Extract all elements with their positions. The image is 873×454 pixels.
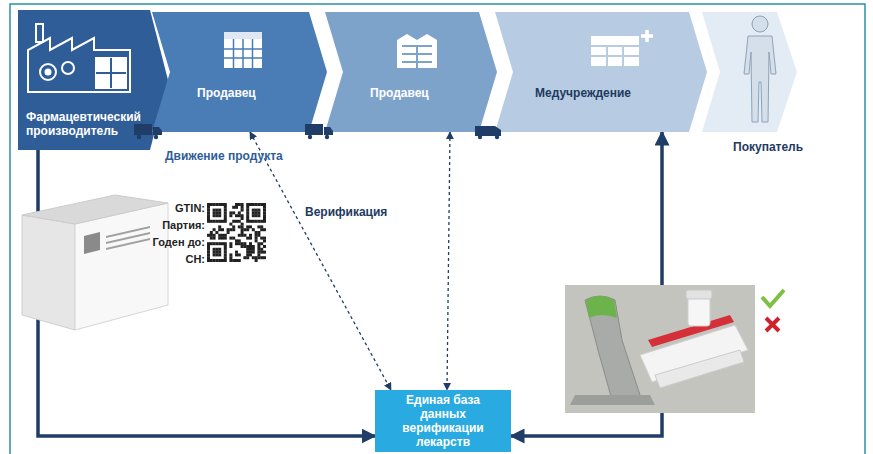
shop-icon [224,32,262,68]
chevron-shape [495,12,707,132]
buyer-label: Покупатель [733,140,803,154]
data-flow-arrow [38,150,375,436]
cross-mark [766,318,779,331]
qr-code [205,201,268,264]
node-text: Единая база данных верификации лекарств [399,393,487,449]
node-text: Продавец [197,86,297,100]
chevron-shape [325,12,497,132]
check-mark [762,290,784,306]
truck-icon [475,126,501,139]
scanner-photo [565,285,755,413]
pharmacy-icon [591,30,653,66]
verification-link [250,132,391,390]
warehouse-icon [397,34,437,68]
node-text: Продавец [370,86,467,100]
verification-link [447,132,450,390]
medicine-box-picture [22,195,168,330]
outer-frame [10,4,865,454]
database-box: Единая база данных верификации лекарств [375,390,511,452]
truck-icon [134,124,162,139]
code-field-label: Годен до: [140,236,205,248]
buyer-figure [744,16,776,122]
verification-label: Верификация [305,205,387,219]
node-text: Фармацевтический производитель [26,110,148,138]
code-field-label: GTIN: [140,202,205,214]
flow-label: Движение продукта [165,149,283,163]
truck-icon [305,124,333,139]
clinic-chevron: Медучреждение [495,12,707,132]
seller-chevron: Продавец [152,12,327,132]
code-field-label: Партия: [140,219,205,231]
code-field-label: СН: [140,253,205,265]
chevron-shape [152,12,327,132]
seller-chevron: Продавец [325,12,497,132]
factory-icon [28,24,130,92]
buyer-chevron [702,12,797,132]
node-text: Медучреждение [535,86,677,100]
